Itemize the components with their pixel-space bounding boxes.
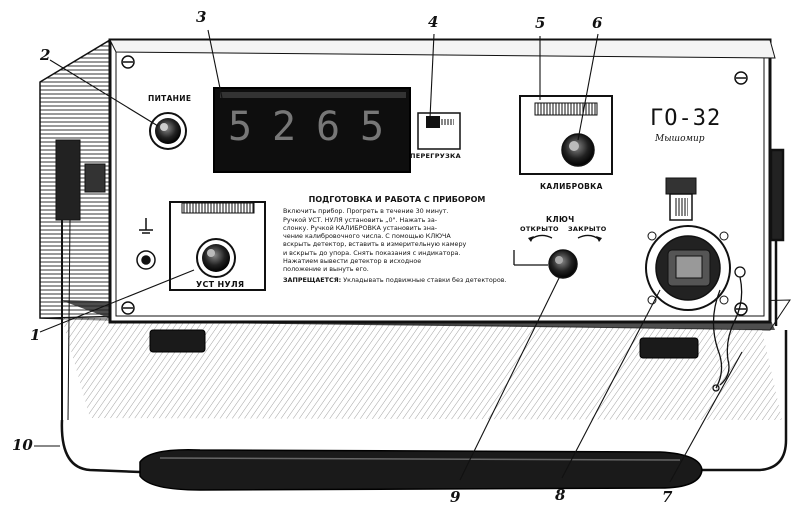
instructions-line: положение и вынуть его. — [283, 265, 369, 274]
warning-text: Укладывать подвижные ставки без детектор… — [343, 275, 507, 284]
callout-1: 1 — [30, 326, 41, 344]
display-digit-3: 6 — [316, 104, 341, 150]
callout-leaders — [34, 29, 743, 483]
digital-display — [213, 87, 411, 173]
instructions-line: Ручкой УСТ. НУЛЯ установить „0". Нажать … — [283, 215, 438, 224]
callout-8: 8 — [555, 486, 566, 504]
chain — [712, 266, 746, 392]
power-label: ПИТАНИЕ — [148, 94, 192, 103]
key-closed-label: ЗАКРЫТО — [568, 225, 607, 233]
instructions-line: вскрыть детектор, вставить в измерительн… — [283, 240, 467, 249]
instructions-line: Включить прибор. Прогреть в течение 30 м… — [283, 207, 449, 216]
display-digit-4: 5 — [360, 104, 385, 150]
instructions-line: и вскрыть до упора. Снять показания с ин… — [283, 248, 461, 257]
callout-5: 5 — [535, 14, 546, 32]
side-handle — [55, 139, 106, 421]
key-label: КЛЮЧ — [546, 215, 575, 224]
instructions-block: ПОДГОТОВКА И РАБОТА С ПРИБОРОМ Включить … — [283, 195, 511, 284]
key-open-label: ОТКРЫТО — [520, 225, 559, 233]
display-digit-1: 5 — [228, 104, 253, 150]
callout-9: 9 — [450, 488, 461, 506]
display-digit-2: 2 — [272, 104, 297, 150]
calibration-label: КАЛИБРОВКА — [540, 182, 603, 191]
panel-screws — [121, 55, 748, 316]
zero-adjust-label: УСТ НУЛЯ — [196, 280, 245, 289]
measurement-chamber — [645, 177, 731, 311]
zero-adjust-frame — [169, 201, 266, 291]
ground-terminal — [136, 218, 156, 270]
instructions-line: чение калибровочного числа. С помощью КЛ… — [283, 232, 451, 241]
maker-label: Мышомир — [655, 134, 705, 144]
instructions-heading: ПОДГОТОВКА И РАБОТА С ПРИБОРОМ — [308, 195, 486, 204]
callout-3: 3 — [196, 8, 207, 26]
power-indicator — [149, 112, 187, 150]
callout-7: 7 — [662, 488, 673, 506]
callout-4: 4 — [428, 13, 439, 31]
feet — [149, 329, 699, 359]
stand-bail — [60, 148, 788, 474]
instructions-line: Нажатием вывести детектор в исходное — [283, 257, 422, 266]
model-label: ГО-32 — [650, 106, 722, 131]
carry-handle — [139, 449, 703, 491]
overload-window — [417, 112, 461, 150]
callout-10: 10 — [12, 436, 33, 454]
callout-2: 2 — [40, 46, 51, 64]
calibration-frame — [519, 95, 613, 175]
overload-label: ПЕРЕГРУЗКА — [410, 152, 461, 160]
warning-title: ЗАПРЕЩАЕТСЯ: — [283, 275, 342, 284]
instructions-line: слонку. Ручкой КАЛИБРОВКА установить зна… — [283, 223, 438, 232]
callout-6: 6 — [592, 14, 603, 32]
key-switch — [513, 234, 602, 279]
